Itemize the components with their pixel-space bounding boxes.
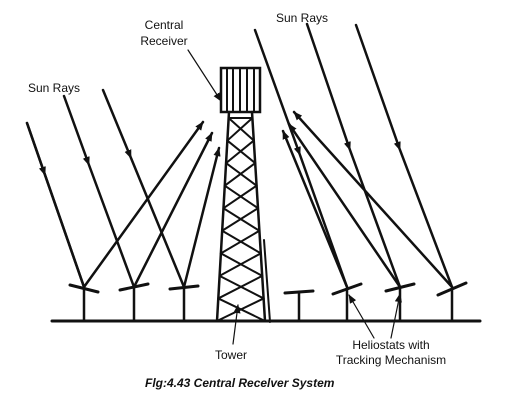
- sun-ray-incoming: [62, 94, 136, 289]
- heliostat-2: [118, 282, 150, 323]
- sun-ray-incoming: [101, 88, 186, 289]
- tower-brace: [218, 252, 262, 277]
- lattice-tower: [215, 110, 267, 323]
- tower-side-pole: [263, 239, 271, 323]
- central-receiver-label: Receiver: [140, 34, 187, 48]
- heliostats-label: Heliostats with: [352, 338, 429, 352]
- sun-rays-left-label: Sun Rays: [28, 81, 80, 95]
- tower-brace: [225, 139, 255, 165]
- heliostats-callout-arrow: [348, 294, 375, 339]
- tower-brace: [222, 184, 258, 210]
- tower-label: Tower: [215, 348, 247, 362]
- figure-caption: Flg:4.43 Central Recelver System: [145, 376, 335, 390]
- receiver-callout-arrow: [187, 49, 222, 102]
- reflected-ray: [287, 122, 402, 289]
- heliostat-5: [331, 282, 363, 323]
- heliostat-6: [384, 282, 416, 323]
- tower-brace: [219, 229, 261, 255]
- reflected-ray: [182, 146, 221, 289]
- tower-brace: [217, 274, 264, 300]
- sun-rays-right-label: Sun Rays: [276, 11, 328, 25]
- tower-callout-arrow: [232, 304, 241, 345]
- heliostats-label: Tracking Mechanism: [336, 353, 446, 367]
- heliostat-1: [68, 283, 100, 323]
- sun-ray-incoming: [305, 22, 402, 289]
- heliostat-7: [436, 281, 468, 323]
- reflected-ray: [281, 129, 349, 289]
- tower-brace: [221, 207, 259, 232]
- heliostat-3: [168, 284, 200, 323]
- reflected-ray: [132, 131, 214, 289]
- central-receiver-label: Central: [145, 18, 184, 32]
- reflected-ray: [82, 120, 205, 289]
- heliostats-callout-arrow: [390, 293, 402, 339]
- sun-ray-incoming: [25, 121, 86, 289]
- tower-brace: [223, 162, 257, 187]
- sun-ray-incoming: [253, 28, 349, 289]
- reflected-ray: [292, 110, 454, 289]
- sun-ray-incoming: [354, 23, 454, 289]
- tower-brace: [226, 117, 254, 142]
- heliostat-4: [283, 289, 315, 323]
- central-receiver: [219, 66, 262, 114]
